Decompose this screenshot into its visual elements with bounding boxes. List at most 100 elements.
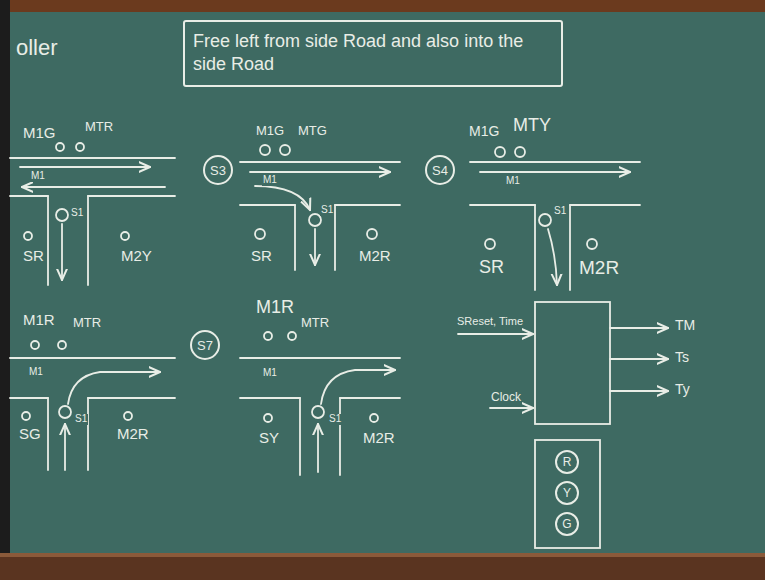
signal-label: S1 xyxy=(553,206,567,217)
signal-light xyxy=(24,232,32,240)
signal-light xyxy=(255,229,265,239)
output-arrow xyxy=(610,358,668,360)
board-heading: oller xyxy=(16,36,58,60)
lamp-circle: G xyxy=(555,512,579,536)
signal-label: M2R xyxy=(578,258,620,278)
board-edge xyxy=(0,0,10,553)
signal-label: M1 xyxy=(28,367,44,378)
turn-arrow xyxy=(68,372,160,404)
signal-label: SG xyxy=(18,426,42,442)
node-text: S4 xyxy=(432,164,448,177)
signal-label: M1R xyxy=(255,298,295,317)
junction-sketch xyxy=(10,341,175,470)
signal-label: MTR xyxy=(84,120,114,134)
signal-light xyxy=(124,412,132,420)
signal-label: M2Y xyxy=(120,248,153,264)
signal-label: M1 xyxy=(505,176,521,187)
output-arrow xyxy=(610,390,668,392)
vehicle xyxy=(539,214,551,226)
road-edge xyxy=(535,205,570,290)
signal-label: M1G xyxy=(255,124,285,138)
node-text: R xyxy=(563,456,572,468)
signal-light xyxy=(22,412,30,420)
node-text: Free left from side Road and also into t… xyxy=(193,30,553,77)
road-edge xyxy=(10,357,175,359)
road-edge xyxy=(10,195,175,197)
signal-label: MTR xyxy=(300,316,330,330)
output-arrow xyxy=(610,327,668,329)
road-edge xyxy=(48,398,88,470)
signal-label: Ty xyxy=(674,382,691,397)
signal-light xyxy=(587,239,597,249)
traffic-arrow xyxy=(64,424,66,470)
signal-label: M2R xyxy=(116,426,150,442)
state-circle: S7 xyxy=(190,330,220,360)
signal-light xyxy=(31,341,39,349)
signal-label: M1R xyxy=(22,312,56,328)
signal-label: MTG xyxy=(297,124,328,138)
node-text: S7 xyxy=(197,339,213,352)
signal-light xyxy=(264,414,272,422)
signal-label: S1 xyxy=(74,414,88,425)
input-arrow xyxy=(490,407,533,409)
road-edge xyxy=(300,398,340,475)
signal-label: TM xyxy=(674,318,696,333)
traffic-arrow xyxy=(480,171,630,173)
node-text: Y xyxy=(563,487,571,499)
road-edge xyxy=(10,157,175,159)
board-ledge xyxy=(0,553,765,580)
signal-light xyxy=(280,145,290,155)
road-edge xyxy=(240,161,400,163)
state-circle: S4 xyxy=(425,155,455,185)
signal-label: SR xyxy=(478,258,505,277)
traffic-arrow xyxy=(548,229,557,285)
vehicle xyxy=(309,214,321,226)
signal-light xyxy=(367,229,377,239)
signal-label: SR xyxy=(22,248,45,264)
junction-sketch xyxy=(240,145,400,270)
signal-light xyxy=(76,143,84,151)
signal-light xyxy=(370,414,378,422)
signal-label: S1 xyxy=(320,205,334,216)
traffic-arrow xyxy=(317,424,319,472)
signal-label: Ts xyxy=(674,350,690,365)
note-box: Free left from side Road and also into t… xyxy=(183,20,563,87)
traffic-arrow xyxy=(250,171,390,173)
board-frame xyxy=(0,0,765,12)
signal-label: M1 xyxy=(262,175,278,186)
signal-light xyxy=(515,147,525,157)
node-text: S3 xyxy=(210,164,226,177)
controller-box xyxy=(535,302,610,424)
signal-light xyxy=(264,332,272,340)
road-edge xyxy=(10,397,175,399)
signal-label: M1 xyxy=(262,368,278,379)
road-edge xyxy=(295,205,335,270)
junction-sketch xyxy=(470,147,640,290)
traffic-arrow xyxy=(20,166,150,168)
vehicle xyxy=(59,406,71,418)
lamp-circle: Y xyxy=(555,481,579,505)
traffic-arrow xyxy=(314,229,316,265)
signal-label: SReset, Time xyxy=(456,316,524,328)
vehicle xyxy=(56,209,68,221)
road-edge xyxy=(240,397,400,399)
board-ledge xyxy=(0,553,765,557)
chalk-drawing xyxy=(10,143,668,548)
vehicle xyxy=(312,406,324,418)
signal-label: Clock xyxy=(490,391,522,404)
signal-label: SY xyxy=(258,430,280,446)
signal-light xyxy=(260,145,270,155)
signal-label: M1G xyxy=(468,124,500,139)
signal-label: S1 xyxy=(70,208,84,219)
signal-light xyxy=(485,239,495,249)
signal-label: MTY xyxy=(512,116,552,135)
signal-label: M1 xyxy=(30,171,46,182)
input-arrow xyxy=(458,333,533,335)
road-edge xyxy=(240,357,400,359)
junction-sketch xyxy=(10,143,175,285)
traffic-arrow xyxy=(61,224,63,280)
lamp-circle: R xyxy=(555,450,579,474)
signal-label: M1G xyxy=(22,125,57,141)
